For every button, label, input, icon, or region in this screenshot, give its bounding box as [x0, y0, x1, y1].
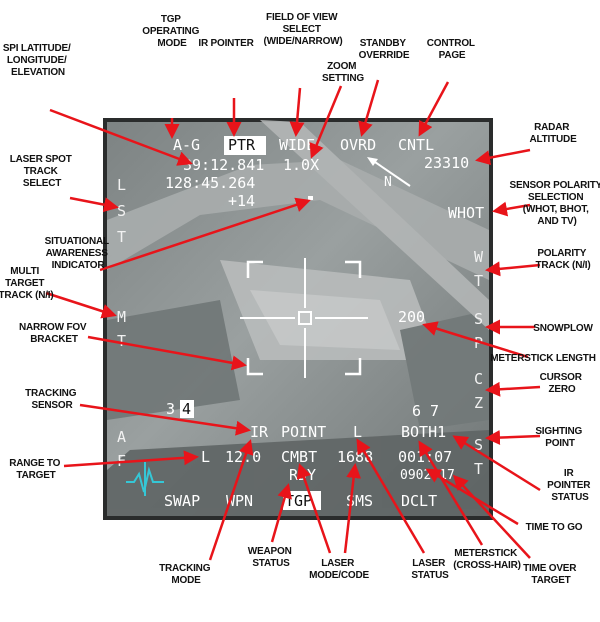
terrain-imagery [107, 120, 489, 516]
mode-label[interactable]: A-G [173, 136, 200, 154]
osb-right-p[interactable]: P [474, 334, 483, 352]
north-arrow: N [367, 157, 411, 190]
callout-time-over-target: TIME OVER TARGET [523, 563, 579, 586]
target-count-selected-box [180, 400, 194, 418]
osb-right-t[interactable]: T [474, 272, 483, 290]
polarity-selection[interactable]: WHOT [448, 204, 484, 222]
callout-laser-mode-code: LASER MODE/CODE [309, 558, 369, 581]
osb-right-s[interactable]: S [474, 310, 483, 328]
spi-longitude: 128:45.264 [165, 174, 255, 192]
callout-laser-spot: LASER SPOT TRACK SELECT [10, 154, 75, 189]
zoom-setting[interactable]: 1.0X [283, 156, 319, 174]
sighting-point[interactable]: BOTH1 [401, 423, 446, 441]
osb-left-a[interactable]: A [117, 428, 126, 446]
callout-arrows [45, 79, 541, 561]
pointer-label[interactable]: PTR [228, 136, 256, 154]
spi-elevation: +14 [228, 192, 255, 210]
callout-polarity-track: POLARITY TRACK (N/I) [535, 248, 590, 271]
north-marker: N [384, 175, 392, 190]
target-count-left: 3 [166, 400, 175, 418]
osb-left-l[interactable]: L [117, 176, 126, 194]
callout-ir-pointer-status: IR POINTER STATUS [547, 468, 593, 503]
callout-ir-pointer: IR POINTER [198, 38, 254, 49]
override-label[interactable]: OVRD [340, 136, 376, 154]
callout-fov-select: FIELD OF VIEW SELECT (WIDE/NARROW) [263, 12, 342, 47]
callout-time-to-go: TIME TO GO [526, 522, 583, 533]
aircraft-cue-icon [126, 462, 164, 496]
osb-right-c[interactable]: C [474, 370, 483, 388]
radar-altitude: 23310 [424, 154, 469, 172]
osb-right-z[interactable]: Z [474, 394, 483, 412]
laser-status: L [353, 423, 362, 441]
callout-control-page: CONTROL PAGE [427, 38, 477, 61]
osb-left-m[interactable]: M [117, 308, 126, 326]
callout-zoom-setting: ZOOM SETTING [322, 61, 364, 84]
tracking-mode: POINT [281, 423, 326, 441]
situational-awareness-indicator [308, 196, 313, 200]
range-label: L [201, 448, 210, 466]
bottom-sms[interactable]: SMS [346, 492, 373, 510]
callout-snowplow: SNOWPLOW [533, 323, 593, 334]
callout-tracking-mode: TRACKING MODE [159, 563, 213, 586]
osb-right-t2[interactable]: T [474, 460, 483, 478]
callout-tgp-mode: TGP OPERATING MODE [142, 14, 202, 49]
callout-sighting-point: SIGHTING POINT [535, 426, 584, 449]
osb-left-s[interactable]: S [117, 202, 126, 220]
tracking-sensor: IR [250, 423, 269, 441]
osb-right-w[interactable]: W [474, 248, 484, 266]
callout-tracking-sensor: TRACKING SENSOR [25, 388, 79, 411]
callout-cursor-zero: CURSOR ZERO [540, 372, 585, 395]
bottom-tgp[interactable]: TGP [285, 492, 312, 510]
callout-weapon-status: WEAPON STATUS [248, 546, 294, 569]
mfd-screen: A-G PTR WIDE OVRD CNTL 39:12.841 128:45.… [103, 118, 493, 520]
callout-laser-status: LASER STATUS [411, 558, 449, 581]
target-count-right: 6 7 [412, 402, 439, 420]
callout-standby-override: STANDBY OVERRIDE [359, 38, 410, 61]
callout-narrow-fov: NARROW FOV BRACKET [19, 322, 89, 345]
callout-range-to-target: RANGE TO TARGET [9, 458, 63, 481]
pointer-label-box [224, 136, 266, 155]
osb-left-t[interactable]: T [117, 228, 126, 246]
callout-multi-target: MULTI TARGET TRACK (N/I) [0, 266, 54, 301]
meterstick-length: 200 [398, 308, 425, 326]
spi-latitude: 39:12.841 [183, 156, 264, 174]
laser-mode: CMBT [281, 448, 317, 466]
bottom-swap[interactable]: SWAP [164, 492, 200, 510]
callout-spi: SPI LATITUDE/ LONGITUDE/ ELEVATION [3, 43, 73, 78]
bottom-dclt[interactable]: DCLT [401, 492, 437, 510]
callout-meterstick-length: METERSTICK LENGTH [490, 353, 596, 364]
callout-situational: SITUATIONAL AWARENESS INDICATOR [45, 236, 112, 271]
crosshair [240, 258, 368, 378]
fov-label[interactable]: WIDE [279, 136, 315, 154]
callouts: TGP OPERATING MODE IR POINTER FIELD OF V… [0, 12, 600, 586]
callout-sensor-polarity: SENSOR POLARITY SELECTION (WHOT, BHOT, A… [510, 180, 600, 227]
osb-right-s2[interactable]: S [474, 436, 483, 454]
callout-radar-altitude: RADAR ALTITUDE [529, 122, 577, 145]
target-count-selected: 4 [182, 400, 191, 418]
callout-meterstick: METERSTICK (CROSS-HAIR) [453, 548, 521, 571]
control-label[interactable]: CNTL [398, 136, 434, 154]
osb-left-t2[interactable]: T [117, 332, 126, 350]
narrow-fov-bracket [246, 260, 362, 376]
